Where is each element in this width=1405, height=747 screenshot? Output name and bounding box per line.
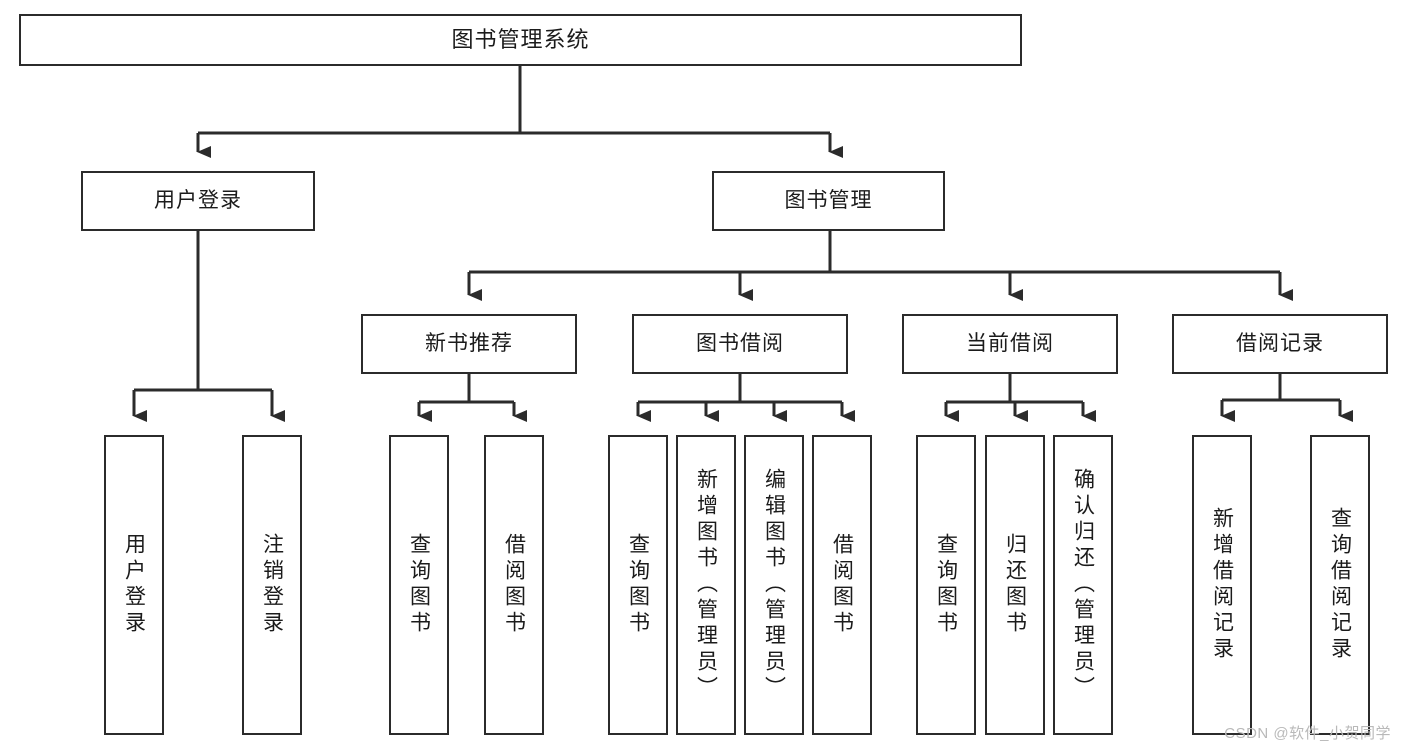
node-user-login[interactable]: 用户登录 (81, 171, 315, 231)
node-leaf-query-book-1[interactable]: 查询图书 (389, 435, 449, 735)
node-new-book-recommend[interactable]: 新书推荐 (361, 314, 577, 374)
node-book-borrow[interactable]: 图书借阅 (632, 314, 848, 374)
node-book-manage[interactable]: 图书管理 (712, 171, 945, 231)
node-leaf-query-book-3[interactable]: 查询图书 (916, 435, 976, 735)
node-current-borrow[interactable]: 当前借阅 (902, 314, 1118, 374)
node-leaf-borrow-book-2[interactable]: 借阅图书 (812, 435, 872, 735)
node-leaf-borrow-book-1[interactable]: 借阅图书 (484, 435, 544, 735)
node-leaf-return-book[interactable]: 归还图书 (985, 435, 1045, 735)
node-leaf-add-book-admin[interactable]: 新增图书（管理员） (676, 435, 736, 735)
node-leaf-logout-login[interactable]: 注销登录 (242, 435, 302, 735)
csdn-watermark: CSDN @软件_小贺同学 (1224, 725, 1391, 742)
node-leaf-query-book-2[interactable]: 查询图书 (608, 435, 668, 735)
node-leaf-query-borrow-record[interactable]: 查询借阅记录 (1310, 435, 1370, 735)
node-leaf-edit-book-admin[interactable]: 编辑图书（管理员） (744, 435, 804, 735)
node-borrow-record[interactable]: 借阅记录 (1172, 314, 1388, 374)
node-leaf-confirm-return-admin[interactable]: 确认归还（管理员） (1053, 435, 1113, 735)
node-leaf-add-borrow-record[interactable]: 新增借阅记录 (1192, 435, 1252, 735)
node-leaf-user-login[interactable]: 用户登录 (104, 435, 164, 735)
node-root[interactable]: 图书管理系统 (19, 14, 1022, 66)
